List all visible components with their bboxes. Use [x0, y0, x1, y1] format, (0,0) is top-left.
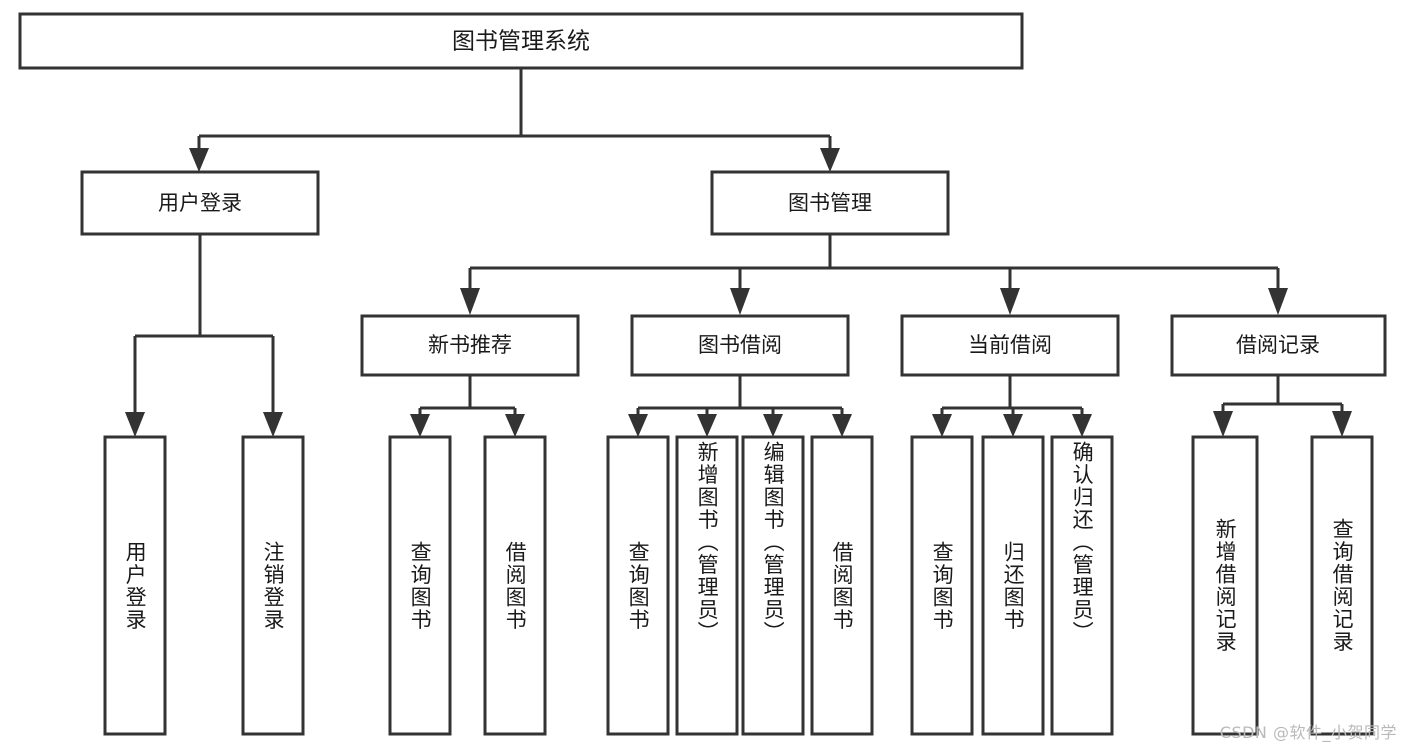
node-book-management-label: 图书管理 — [788, 191, 872, 215]
node-book-borrow-box[interactable] — [630, 314, 850, 377]
node-leaf-query-book-3-box[interactable] — [910, 435, 974, 736]
node-book-management-box[interactable] — [710, 170, 950, 236]
node-leaf-query-borrow-record-box[interactable] — [1310, 435, 1374, 736]
arrowhead-bm-to-current-borrow — [1000, 288, 1020, 315]
node-leaf-query-book-1-box[interactable] — [388, 435, 452, 736]
node-leaf-borrow-book-2-box[interactable] — [810, 435, 874, 736]
arrowhead-book-borrow-leaf-2 — [697, 414, 717, 437]
node-root-box[interactable] — [18, 12, 1024, 70]
node-root-label: 图书管理系统 — [452, 29, 590, 55]
arrowhead-bm-to-new-book — [460, 288, 480, 315]
arrowhead-bm-to-borrow-record — [1268, 288, 1288, 315]
node-leaf-borrow-book-1-box[interactable] — [483, 435, 547, 736]
arrowhead-new-book-leaf-2 — [505, 414, 525, 437]
node-new-book-recommend-label: 新书推荐 — [428, 333, 512, 357]
arrowhead-book-borrow-leaf-1 — [628, 414, 648, 437]
arrowhead-borrow-record-leaf-2 — [1332, 411, 1352, 437]
arrowhead-user-login-leaf-1 — [125, 412, 145, 437]
node-current-borrow-label: 当前借阅 — [968, 333, 1052, 357]
node-leaf-query-book-2-box[interactable] — [606, 435, 670, 736]
arrowhead-current-borrow-leaf-3 — [1072, 414, 1092, 437]
node-leaf-add-borrow-record-box[interactable] — [1191, 435, 1259, 736]
watermark-text: CSDN @软件_小贺同学 — [1219, 723, 1397, 742]
arrowhead-root-to-user-login — [189, 148, 209, 172]
node-new-book-recommend-box[interactable] — [360, 314, 580, 377]
node-book-borrow-label: 图书借阅 — [698, 333, 782, 357]
arrowhead-current-borrow-leaf-1 — [932, 414, 952, 437]
node-current-borrow-box[interactable] — [900, 314, 1120, 377]
arrowhead-current-borrow-leaf-2 — [1003, 414, 1023, 437]
node-leaf-add-book-admin-box[interactable] — [675, 435, 739, 736]
arrowhead-root-to-book-management — [820, 148, 840, 172]
node-leaf-logout-login-box[interactable] — [241, 435, 305, 736]
node-leaf-user-login-box[interactable] — [103, 435, 167, 736]
arrowhead-new-book-leaf-1 — [410, 414, 430, 437]
node-user-login-label: 用户登录 — [158, 191, 242, 215]
node-borrow-record-label: 借阅记录 — [1236, 333, 1320, 357]
node-leaf-edit-book-admin-box[interactable] — [741, 435, 805, 736]
node-leaf-return-book-box[interactable] — [981, 435, 1045, 736]
arrowhead-borrow-record-leaf-1 — [1213, 411, 1233, 437]
node-borrow-record-box[interactable] — [1170, 314, 1387, 377]
node-leaf-confirm-return-admin-box[interactable] — [1050, 435, 1114, 736]
arrowhead-book-borrow-leaf-4 — [832, 414, 852, 437]
arrowhead-user-login-leaf-2 — [263, 412, 283, 437]
arrowhead-book-borrow-leaf-3 — [763, 414, 783, 437]
arrowhead-bm-to-book-borrow — [730, 288, 750, 315]
